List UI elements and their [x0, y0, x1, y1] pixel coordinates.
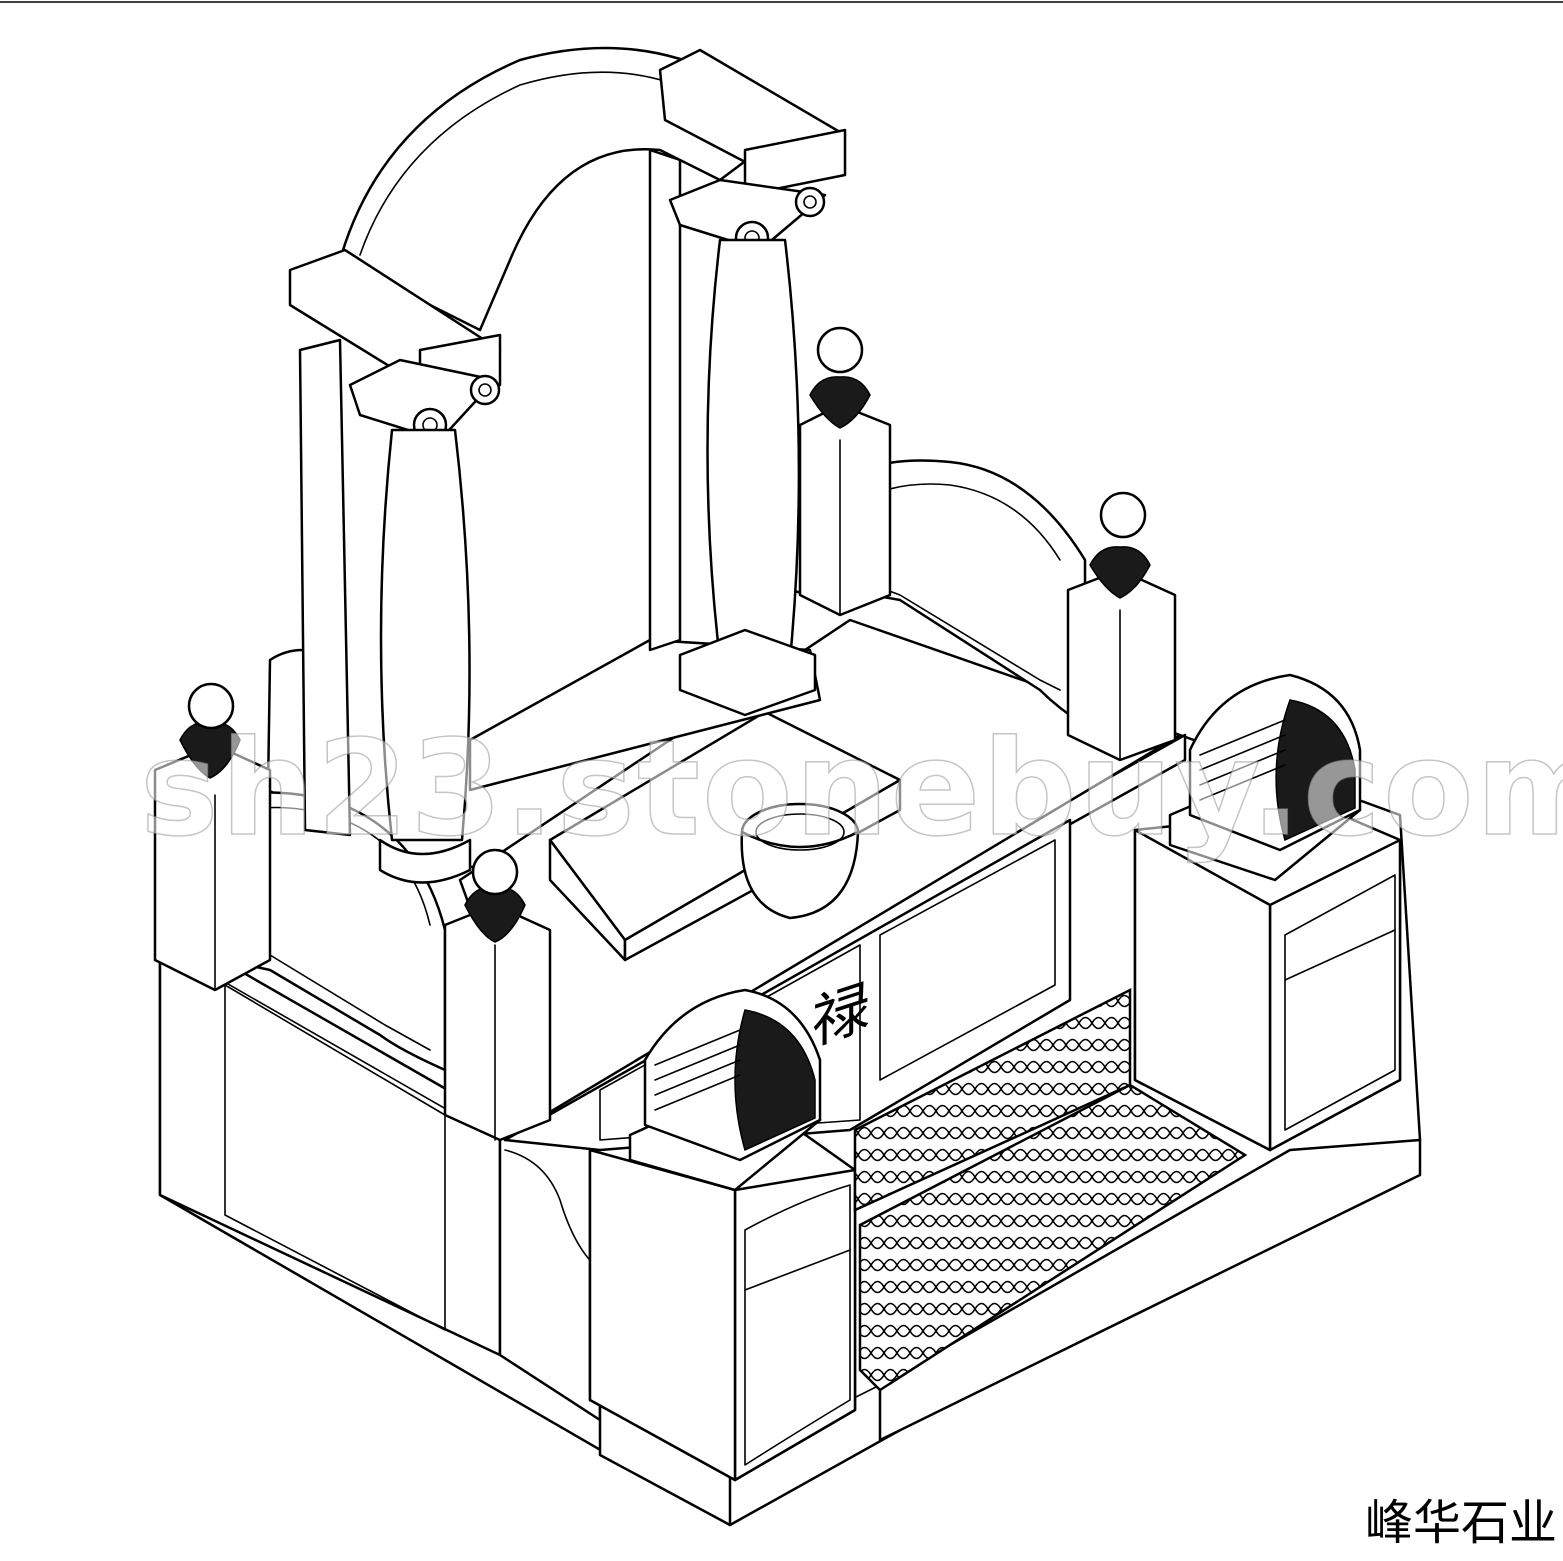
right-front-pedestal	[1133, 808, 1402, 1152]
arch-right-capital-front	[743, 128, 847, 197]
right-column-plinth	[678, 628, 817, 717]
scroll-volute	[469, 374, 501, 406]
arch-left-post	[298, 338, 352, 837]
lotus-finial	[1089, 546, 1151, 599]
front-step	[878, 1138, 1422, 1442]
altar-panel-right	[879, 839, 1056, 1081]
burner-body	[740, 830, 860, 920]
post-left-front	[443, 848, 552, 1142]
lattice-lower-panel	[858, 1083, 1248, 1392]
arch-right-post	[648, 148, 682, 652]
left-scroll-capital	[348, 358, 497, 442]
left-front-pedestal	[588, 1083, 857, 1482]
finial-ball	[187, 682, 235, 730]
notch-curve	[504, 1149, 601, 1271]
left-column-shaft	[379, 428, 471, 842]
post-body	[798, 403, 892, 617]
arch-gateway	[288, 46, 847, 837]
incense-burner	[740, 802, 860, 920]
lotus-finial	[809, 376, 871, 429]
ornament-carving	[1275, 699, 1356, 842]
pedestal-side-face	[1133, 828, 1272, 1152]
left-column-base	[378, 838, 472, 884]
right-scroll-capital	[668, 178, 827, 252]
finial-ball	[816, 326, 864, 374]
left-column	[378, 428, 472, 884]
post-left-rear	[153, 682, 272, 992]
drum-ornament-right	[1168, 673, 1362, 882]
base-left-panel	[224, 984, 446, 1331]
finial-ball	[471, 848, 519, 896]
right-wing-wall	[843, 459, 1087, 727]
right-column-shaft	[706, 238, 801, 662]
post-right-front	[1066, 491, 1177, 762]
post-body	[1066, 568, 1177, 762]
finial-ball	[1099, 491, 1147, 539]
company-caption: 峰华石业	[1364, 1495, 1557, 1551]
wing-right-outline	[843, 459, 1087, 727]
drum-ornament-left	[628, 988, 822, 1192]
scroll-volute	[794, 186, 826, 218]
pedestal-panel	[1284, 874, 1396, 1131]
post-right-rear	[798, 326, 892, 617]
altar-panel-left	[599, 944, 861, 1141]
ornament-carving	[734, 1009, 816, 1152]
pedestal-panel	[744, 1184, 851, 1466]
right-column	[678, 238, 817, 717]
post-body	[153, 743, 272, 992]
